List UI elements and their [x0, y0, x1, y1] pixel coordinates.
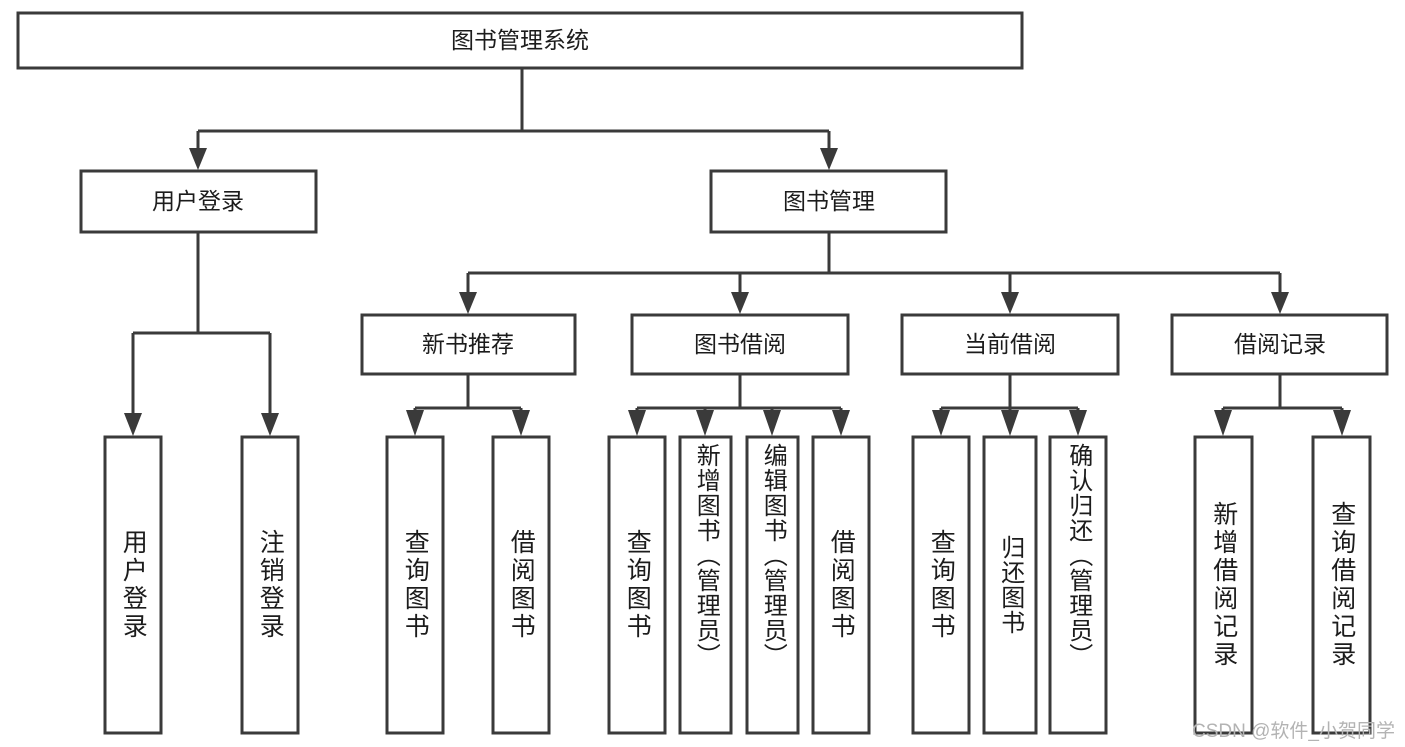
node-leaf-current-borrow-3-box[interactable]	[1048, 435, 1108, 735]
arrow-to-book-borrow	[731, 292, 749, 314]
arrow-book-borrow-leaf-3	[763, 410, 781, 436]
arrow-borrow-record-leaf-2	[1333, 410, 1351, 436]
node-leaf-user-login-1-box[interactable]	[103, 435, 163, 735]
edge-layer	[124, 68, 1351, 436]
node-leaf-book-borrow-3-box[interactable]	[745, 435, 800, 735]
arrow-to-new-book	[459, 292, 477, 314]
node-leaf-book-borrow-4-box[interactable]	[811, 435, 871, 735]
arrow-book-borrow-leaf-1	[628, 410, 646, 436]
arrow-current-borrow-leaf-2	[1001, 410, 1019, 436]
arrow-to-borrow-record	[1271, 292, 1289, 314]
node-book-borrow-label: 图书借阅	[694, 331, 786, 357]
arrow-to-current-borrow	[1001, 292, 1019, 314]
node-borrow-record-label: 借阅记录	[1234, 331, 1326, 357]
arrow-book-borrow-leaf-4	[832, 410, 850, 436]
node-root-label: 图书管理系统	[451, 27, 589, 53]
arrow-user-login-leaf-1	[124, 413, 142, 436]
arrow-to-book-manage	[820, 148, 838, 170]
arrow-new-book-leaf-1	[406, 410, 424, 436]
node-borrow-record-box[interactable]	[1170, 313, 1389, 376]
node-leaf-current-borrow-1-box[interactable]	[911, 435, 971, 735]
node-book-manage-box[interactable]	[709, 169, 948, 234]
node-leaf-current-borrow-2-box[interactable]	[982, 435, 1038, 735]
arrow-to-user-login	[189, 148, 207, 170]
node-new-book-label: 新书推荐	[422, 331, 514, 357]
arrow-new-book-leaf-2	[512, 410, 530, 436]
node-leaf-user-login-2-box[interactable]	[240, 435, 300, 735]
node-leaf-new-book-1-box[interactable]	[385, 435, 445, 735]
node-book-borrow-box[interactable]	[630, 313, 850, 376]
node-leaf-borrow-record-1-box[interactable]	[1193, 435, 1254, 735]
node-book-manage-label: 图书管理	[783, 188, 875, 214]
arrow-book-borrow-leaf-2	[696, 410, 714, 436]
arrow-current-borrow-leaf-3	[1069, 410, 1087, 436]
node-root-box[interactable]	[16, 11, 1024, 70]
node-current-borrow-label: 当前借阅	[964, 331, 1056, 357]
node-current-borrow-box[interactable]	[900, 313, 1120, 376]
node-leaf-borrow-record-2-box[interactable]	[1311, 435, 1372, 735]
node-leaf-new-book-2-box[interactable]	[491, 435, 551, 735]
node-new-book-box[interactable]	[360, 313, 577, 376]
arrow-current-borrow-leaf-1	[932, 410, 950, 436]
arrow-borrow-record-leaf-1	[1214, 410, 1232, 436]
node-layer: 图书管理系统 用户登录 图书管理 新书推荐 图书借阅 当前借阅 借阅记录	[16, 11, 1389, 735]
node-leaf-book-borrow-1-box[interactable]	[607, 435, 667, 735]
arrow-user-login-leaf-2	[261, 413, 279, 436]
node-leaf-book-borrow-2-box[interactable]	[678, 435, 733, 735]
node-user-login-label: 用户登录	[152, 188, 244, 214]
node-user-login-box[interactable]	[79, 169, 318, 234]
